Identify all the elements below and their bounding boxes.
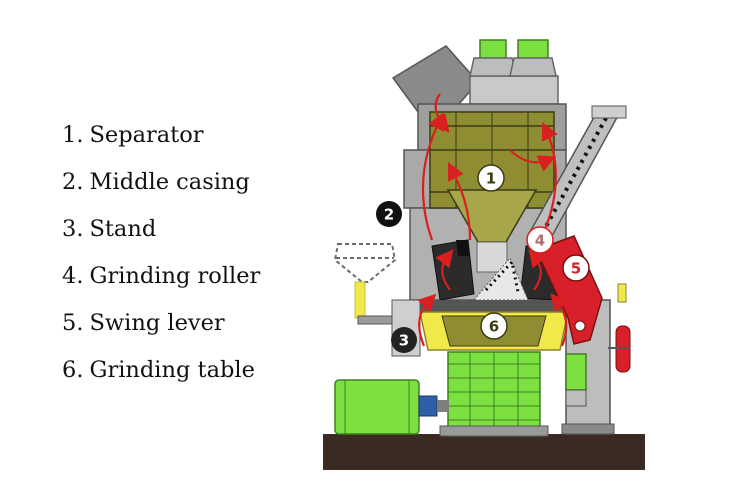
legend-item-grinding-table: 6.Grinding table [62,347,260,394]
marker-4: 4 [526,226,554,254]
component-legend: 1.Separator 2.Middle casing 3.Stand 4.Gr… [62,112,260,394]
legend-label: Grinding table [89,357,255,383]
legend-number: 2. [62,169,84,195]
feed-hopper [333,243,397,319]
separator-unit [429,111,555,273]
drive-motor [334,379,449,435]
marker-1-label: 1 [486,170,496,188]
legend-label: Middle casing [89,169,250,195]
air-flow-arrows [417,93,569,347]
marker-2-label: 2 [384,206,394,224]
legend-item-grinding-roller: 4.Grinding roller [62,253,260,300]
gearbox [439,351,549,437]
legend-label: Grinding roller [89,263,261,289]
marker-6-label: 6 [489,318,499,336]
marker-1: 1 [477,164,505,192]
legend-item-stand: 3.Stand [62,206,260,253]
legend-label: Swing lever [89,310,225,336]
lever-pivot [574,320,586,332]
grinding-table-unit [357,300,569,351]
marker-2: 2 [376,201,402,227]
marker-4-label: 4 [535,232,545,250]
marker-3-label: 3 [399,332,409,350]
legend-number: 3. [62,216,84,242]
marker-5-label: 5 [571,260,581,278]
legend-number: 1. [62,122,84,148]
legend-item-swing-lever: 5.Swing lever [62,300,260,347]
legend-item-separator: 1.Separator [62,112,260,159]
legend-number: 6. [62,357,84,383]
legend-label: Stand [89,216,157,242]
legend-item-middle-casing: 2.Middle casing [62,159,260,206]
marker-3: 3 [391,327,417,353]
foundation-base [323,434,645,470]
legend-number: 5. [62,310,84,336]
legend-number: 4. [62,263,84,289]
legend-label: Separator [89,122,204,148]
marker-5: 5 [562,254,590,282]
marker-6: 6 [480,312,508,340]
